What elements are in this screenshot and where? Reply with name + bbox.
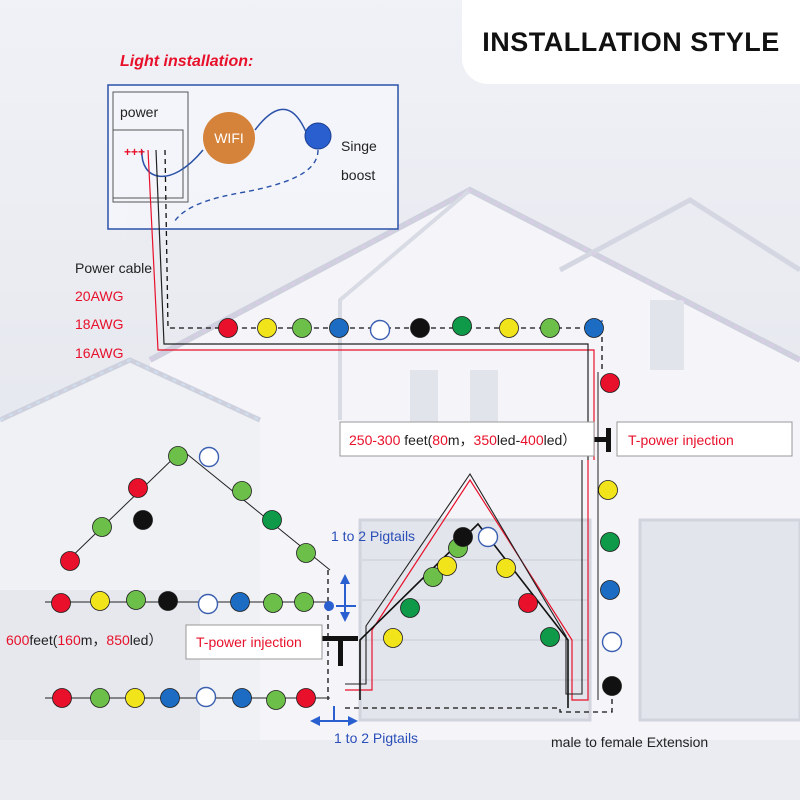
bulb-bottom-row-6	[233, 689, 252, 708]
bulb-gable-left-5	[134, 511, 153, 530]
bulb-peak-right-4	[541, 628, 560, 647]
bulb-right-drop-5	[603, 633, 622, 652]
bulb-mid-row-3	[127, 591, 146, 610]
bulb-peak-right-1	[479, 528, 498, 547]
bulb-gable-right-3	[263, 511, 282, 530]
bulb-gable-left-1	[61, 552, 80, 571]
run-upper-length: 250-300	[349, 432, 401, 448]
bulb-bottom-row-8	[297, 689, 316, 708]
power-cable-label: Power cable	[75, 260, 152, 276]
run-lower-length: 600	[6, 632, 30, 648]
bulb-roof-line-8	[500, 319, 519, 338]
pigtail-label-upper: 1 to 2 Pigtails	[331, 528, 415, 544]
svg-text:250-300 feet(80m，350led-400led: 250-300 feet(80m，350led-400led）	[349, 432, 576, 448]
bulb-mid-row-8	[295, 593, 314, 612]
extension-label: male to female Extension	[551, 734, 708, 750]
bulb-gable-left-2	[93, 518, 112, 537]
bulb-roof-line-7	[453, 317, 472, 336]
bulb-peak-right-3	[519, 594, 538, 613]
bulb-mid-row-1	[52, 594, 71, 613]
bulb-roof-line-2	[258, 319, 277, 338]
bulb-roof-line-5	[371, 321, 390, 340]
wifi-label: WIFI	[214, 130, 244, 146]
gauge-16awg: 16AWG	[75, 345, 124, 361]
bulb-right-drop-3	[601, 533, 620, 552]
run-lower-label: 600feet(160m，850led）	[6, 632, 162, 648]
bulb-mid-row-2	[91, 592, 110, 611]
bulb-peak-left-6	[454, 528, 473, 547]
bulb-right-drop-6	[603, 677, 622, 696]
gauge-20awg: 20AWG	[75, 288, 124, 304]
installation-heading: Light installation:	[120, 53, 253, 70]
bulb-roof-line-4	[330, 319, 349, 338]
run-upper-callout: 250-300 feet(80m，350led-400led）	[340, 422, 594, 456]
bulb-gable-left-3	[129, 479, 148, 498]
bulb-mid-row-7	[264, 594, 283, 613]
page-title: INSTALLATION STYLE	[482, 27, 779, 58]
bulb-gable-right-2	[233, 482, 252, 501]
bulb-roof-line-3	[293, 319, 312, 338]
signal-booster-icon	[305, 123, 331, 149]
injection-upper-label: T-power injection	[628, 432, 734, 448]
bulb-peak-left-2	[401, 599, 420, 618]
bulb-roof-line-6	[411, 319, 430, 338]
run-lower-leds: 850	[106, 632, 130, 648]
terminal-label: +++	[124, 145, 145, 159]
run-upper-leds-to: 400	[520, 432, 544, 448]
bulb-bottom-row-5	[197, 688, 216, 707]
bulb-bottom-row-7	[267, 691, 286, 710]
bulb-mid-row-6	[231, 593, 250, 612]
bulb-mid-row-5	[199, 595, 218, 614]
bulb-bottom-row-4	[161, 689, 180, 708]
injection-lower-label: T-power injection	[196, 634, 302, 650]
bulb-peak-left-1	[384, 629, 403, 648]
pigtail-label-lower: 1 to 2 Pigtails	[334, 730, 418, 746]
power-label: power	[120, 104, 158, 120]
bulb-gable-left-4	[169, 447, 188, 466]
injection-lower-callout: T-power injection	[186, 625, 322, 659]
title-badge: INSTALLATION STYLE	[462, 0, 800, 84]
bulb-bottom-row-3	[126, 689, 145, 708]
bulb-gable-right-1	[200, 448, 219, 467]
bulb-roof-line-10	[585, 319, 604, 338]
bulb-roof-line-1	[219, 319, 238, 338]
bulb-right-drop-1	[601, 374, 620, 393]
bulb-right-drop-4	[601, 581, 620, 600]
gauge-18awg: 18AWG	[75, 316, 124, 332]
booster-label-line2: boost	[341, 167, 375, 183]
bulb-peak-left-4	[438, 557, 457, 576]
booster-label-line1: Singe	[341, 138, 377, 154]
bulb-mid-row-4	[159, 592, 178, 611]
run-upper-meters: 80	[432, 432, 448, 448]
run-lower-meters: 160	[57, 632, 81, 648]
bulb-peak-right-2	[497, 559, 516, 578]
bulb-right-drop-2	[599, 481, 618, 500]
injection-upper-callout: T-power injection	[617, 422, 792, 456]
bulb-bottom-row-2	[91, 689, 110, 708]
bulb-gable-right-4	[297, 544, 316, 563]
bulb-roof-line-9	[541, 319, 560, 338]
bulb-bottom-row-1	[53, 689, 72, 708]
run-upper-leds-from: 350	[474, 432, 498, 448]
